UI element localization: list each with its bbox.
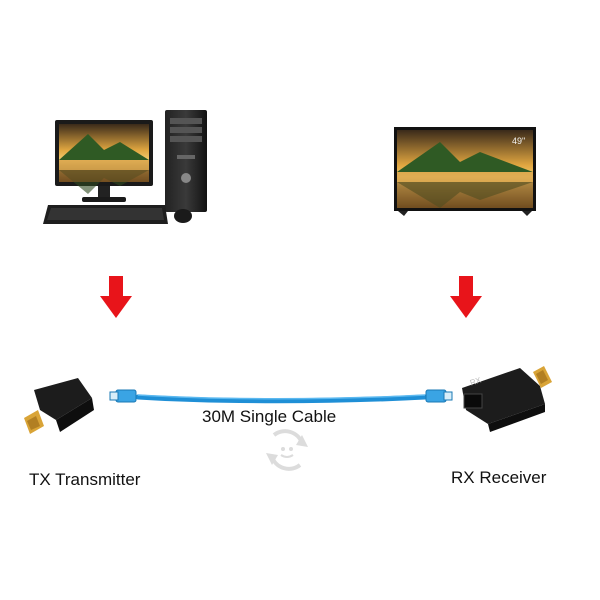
rx-label: RX Receiver [451, 468, 547, 487]
arrow-down-icon [450, 276, 482, 318]
pc-tower [165, 110, 207, 212]
tv-size-badge: 49" [512, 136, 526, 146]
refresh-watermark-icon [266, 429, 308, 471]
tx-label: TX Transmitter [29, 470, 141, 489]
pc-mouse [174, 209, 192, 223]
pc-keyboard [43, 205, 168, 224]
cable-label: 30M Single Cable [202, 407, 337, 426]
pc-monitor [55, 120, 153, 202]
arrow-down-icon [100, 276, 132, 318]
